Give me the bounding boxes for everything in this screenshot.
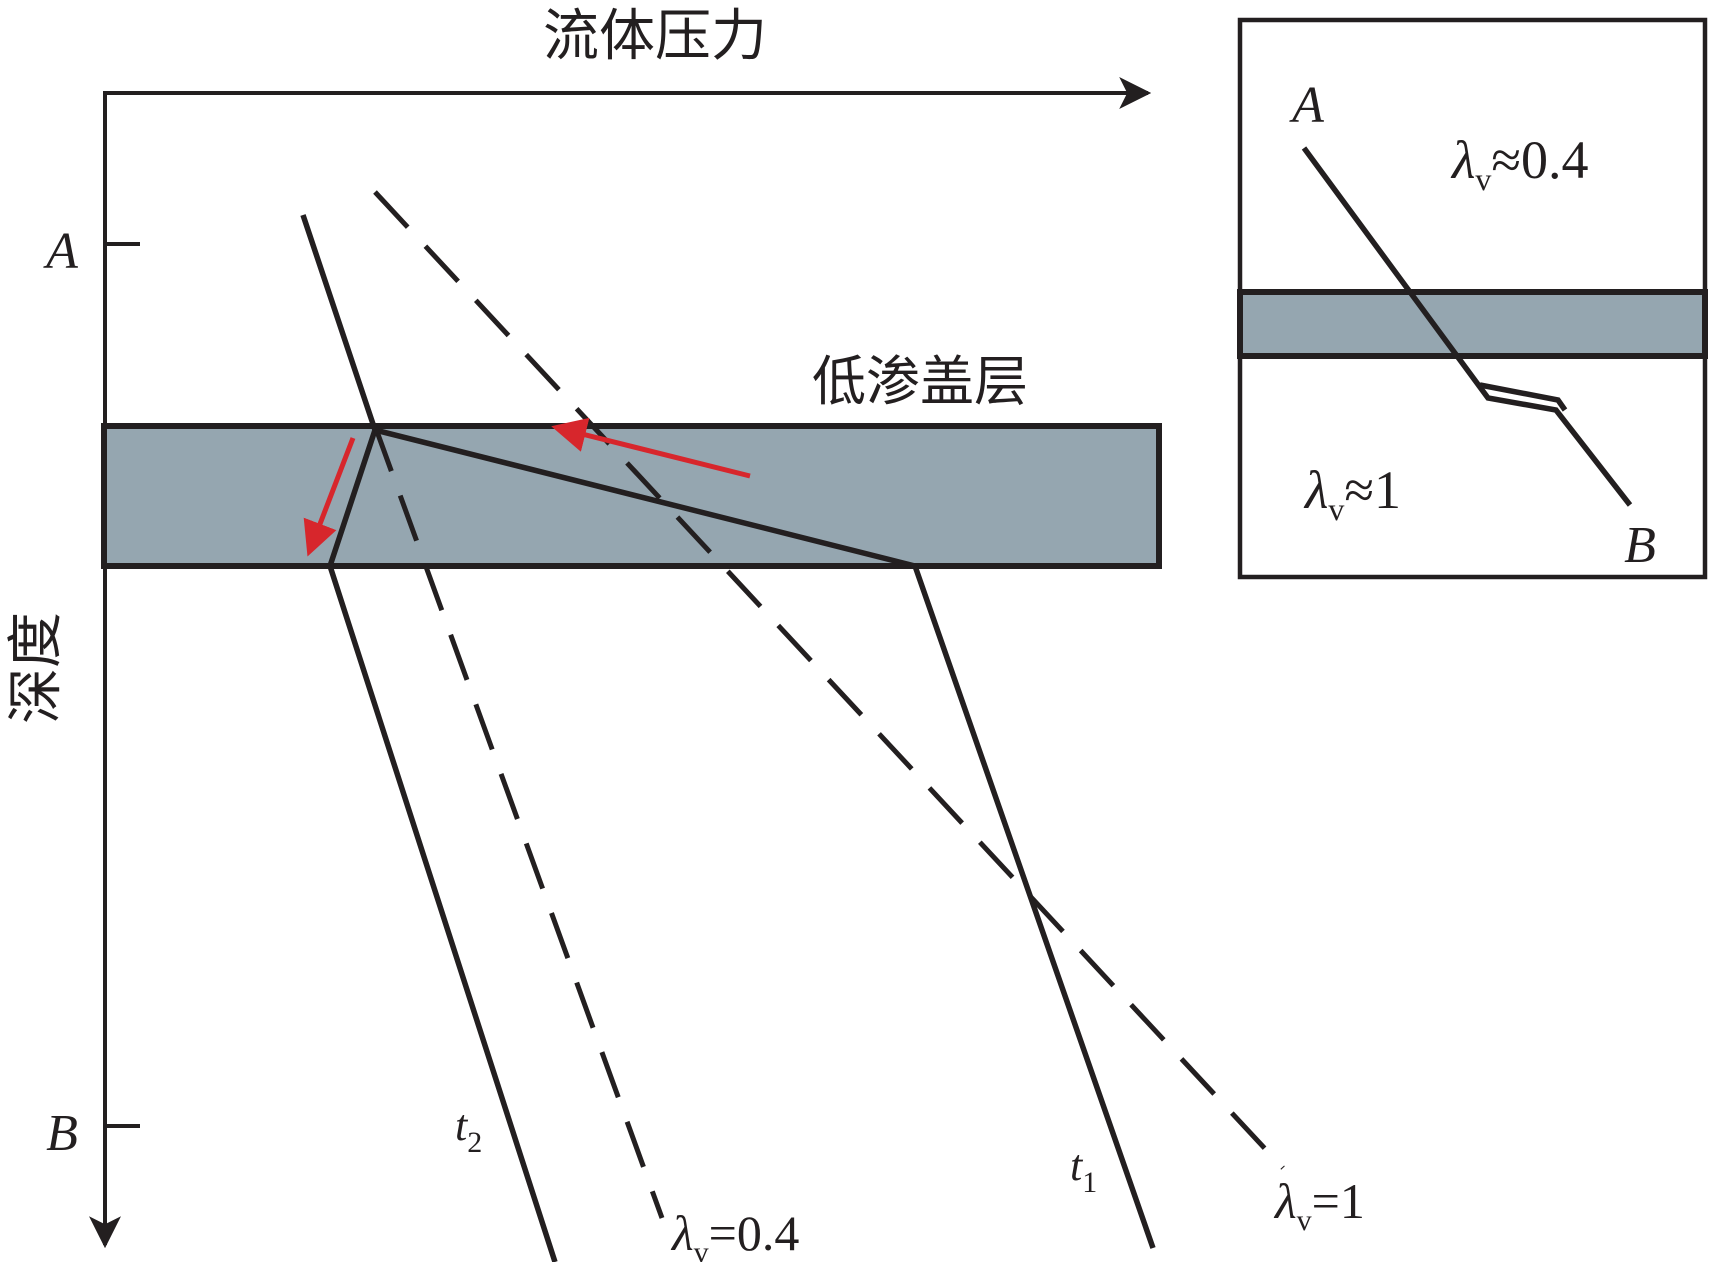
lambda-0.4-dashed-line [372,425,665,1219]
lambda-1-dashed-line [373,190,1285,1170]
inset-point-b: B [1624,517,1656,574]
red-arrow-downward [303,437,356,557]
lambda-0.4-label: λv=0.4 [670,1205,799,1262]
inset-path-left [1301,146,1633,507]
t1-label: t1 [1070,1141,1097,1199]
inset-panel: A B λv≈0.4 λv≈1 [1237,17,1708,580]
inset-label-lower: λv≈1 [1303,460,1401,527]
t2-label: t2 [455,1101,482,1159]
y-axis-title: 深度 [4,612,69,724]
inset-point-a: A [1289,77,1324,134]
y-tick-label-a: A [43,223,78,280]
inset-label-upper: λv≈0.4 [1450,130,1589,197]
caprock-label: 低渗盖层 [812,350,1028,413]
x-axis-title: 流体压力 [543,4,767,69]
inset-caprock-layer [1237,289,1708,359]
t1-pressure-curve [374,427,1156,1249]
inset-path-right [1479,382,1568,412]
t2-pressure-curve [300,214,558,1262]
red-arrow-leftward [551,417,751,479]
lambda-1-label: λv=1 [1273,1173,1365,1237]
y-tick-label-b: B [46,1105,78,1162]
